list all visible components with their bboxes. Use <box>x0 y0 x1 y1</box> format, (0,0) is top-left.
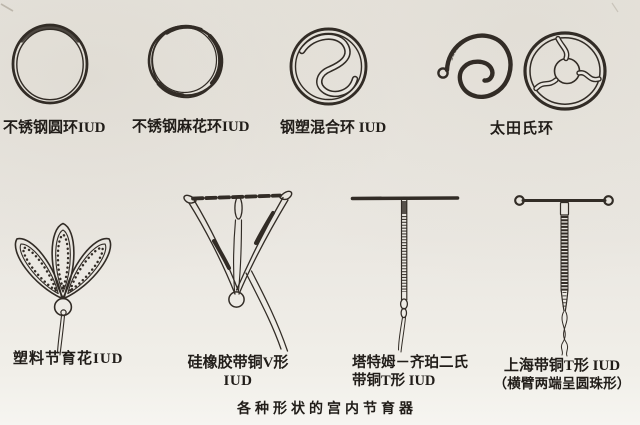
label-silicone-v-line2: IUD <box>223 373 253 389</box>
stainless-twisted-ring-iud-drawing <box>145 22 226 102</box>
silicone-copper-v-iud-drawing <box>176 181 312 356</box>
label-shanghai-t-line1: 上海带铜T形 IUD <box>503 358 621 374</box>
label-plastic-flower: 塑料节育花IUD <box>13 351 124 367</box>
label-shanghai-t-line2: （横臂两端呈圆珠形） <box>493 376 631 391</box>
label-twisted-ring: 不锈钢麻花环IUD <box>132 119 250 135</box>
shanghai-copper-t-iud-drawing <box>496 192 626 354</box>
ota-ring-drawing <box>436 30 608 112</box>
label-silicone-v-line1: 硅橡胶带铜V形 <box>187 355 289 371</box>
stainless-round-ring-iud-drawing <box>10 23 90 105</box>
label-tatum-t: 塔特姆－齐珀二氏 带铜T形 IUD <box>352 354 468 390</box>
tatum-zipper-copper-t-iud-drawing <box>346 192 464 354</box>
label-silicone-v: 硅橡胶带铜V形 IUD <box>168 354 308 390</box>
label-shanghai-t: 上海带铜T形 IUD （横臂两端呈圆珠形） <box>486 357 638 393</box>
label-tatum-t-line2: 带铜T形 IUD <box>352 373 436 389</box>
steel-plastic-ring-iud-drawing <box>288 27 369 107</box>
label-steel-plastic-ring: 钢塑混合环 IUD <box>280 120 387 136</box>
figure-caption: 各种形状的宫内节育器 <box>237 402 417 417</box>
plastic-flower-iud-drawing <box>8 212 124 358</box>
label-ota-ring: 太田氏环 <box>490 121 555 137</box>
label-tatum-t-line1: 塔特姆－齐珀二氏 <box>352 355 468 371</box>
label-round-ring: 不锈钢圆环IUD <box>3 120 106 136</box>
